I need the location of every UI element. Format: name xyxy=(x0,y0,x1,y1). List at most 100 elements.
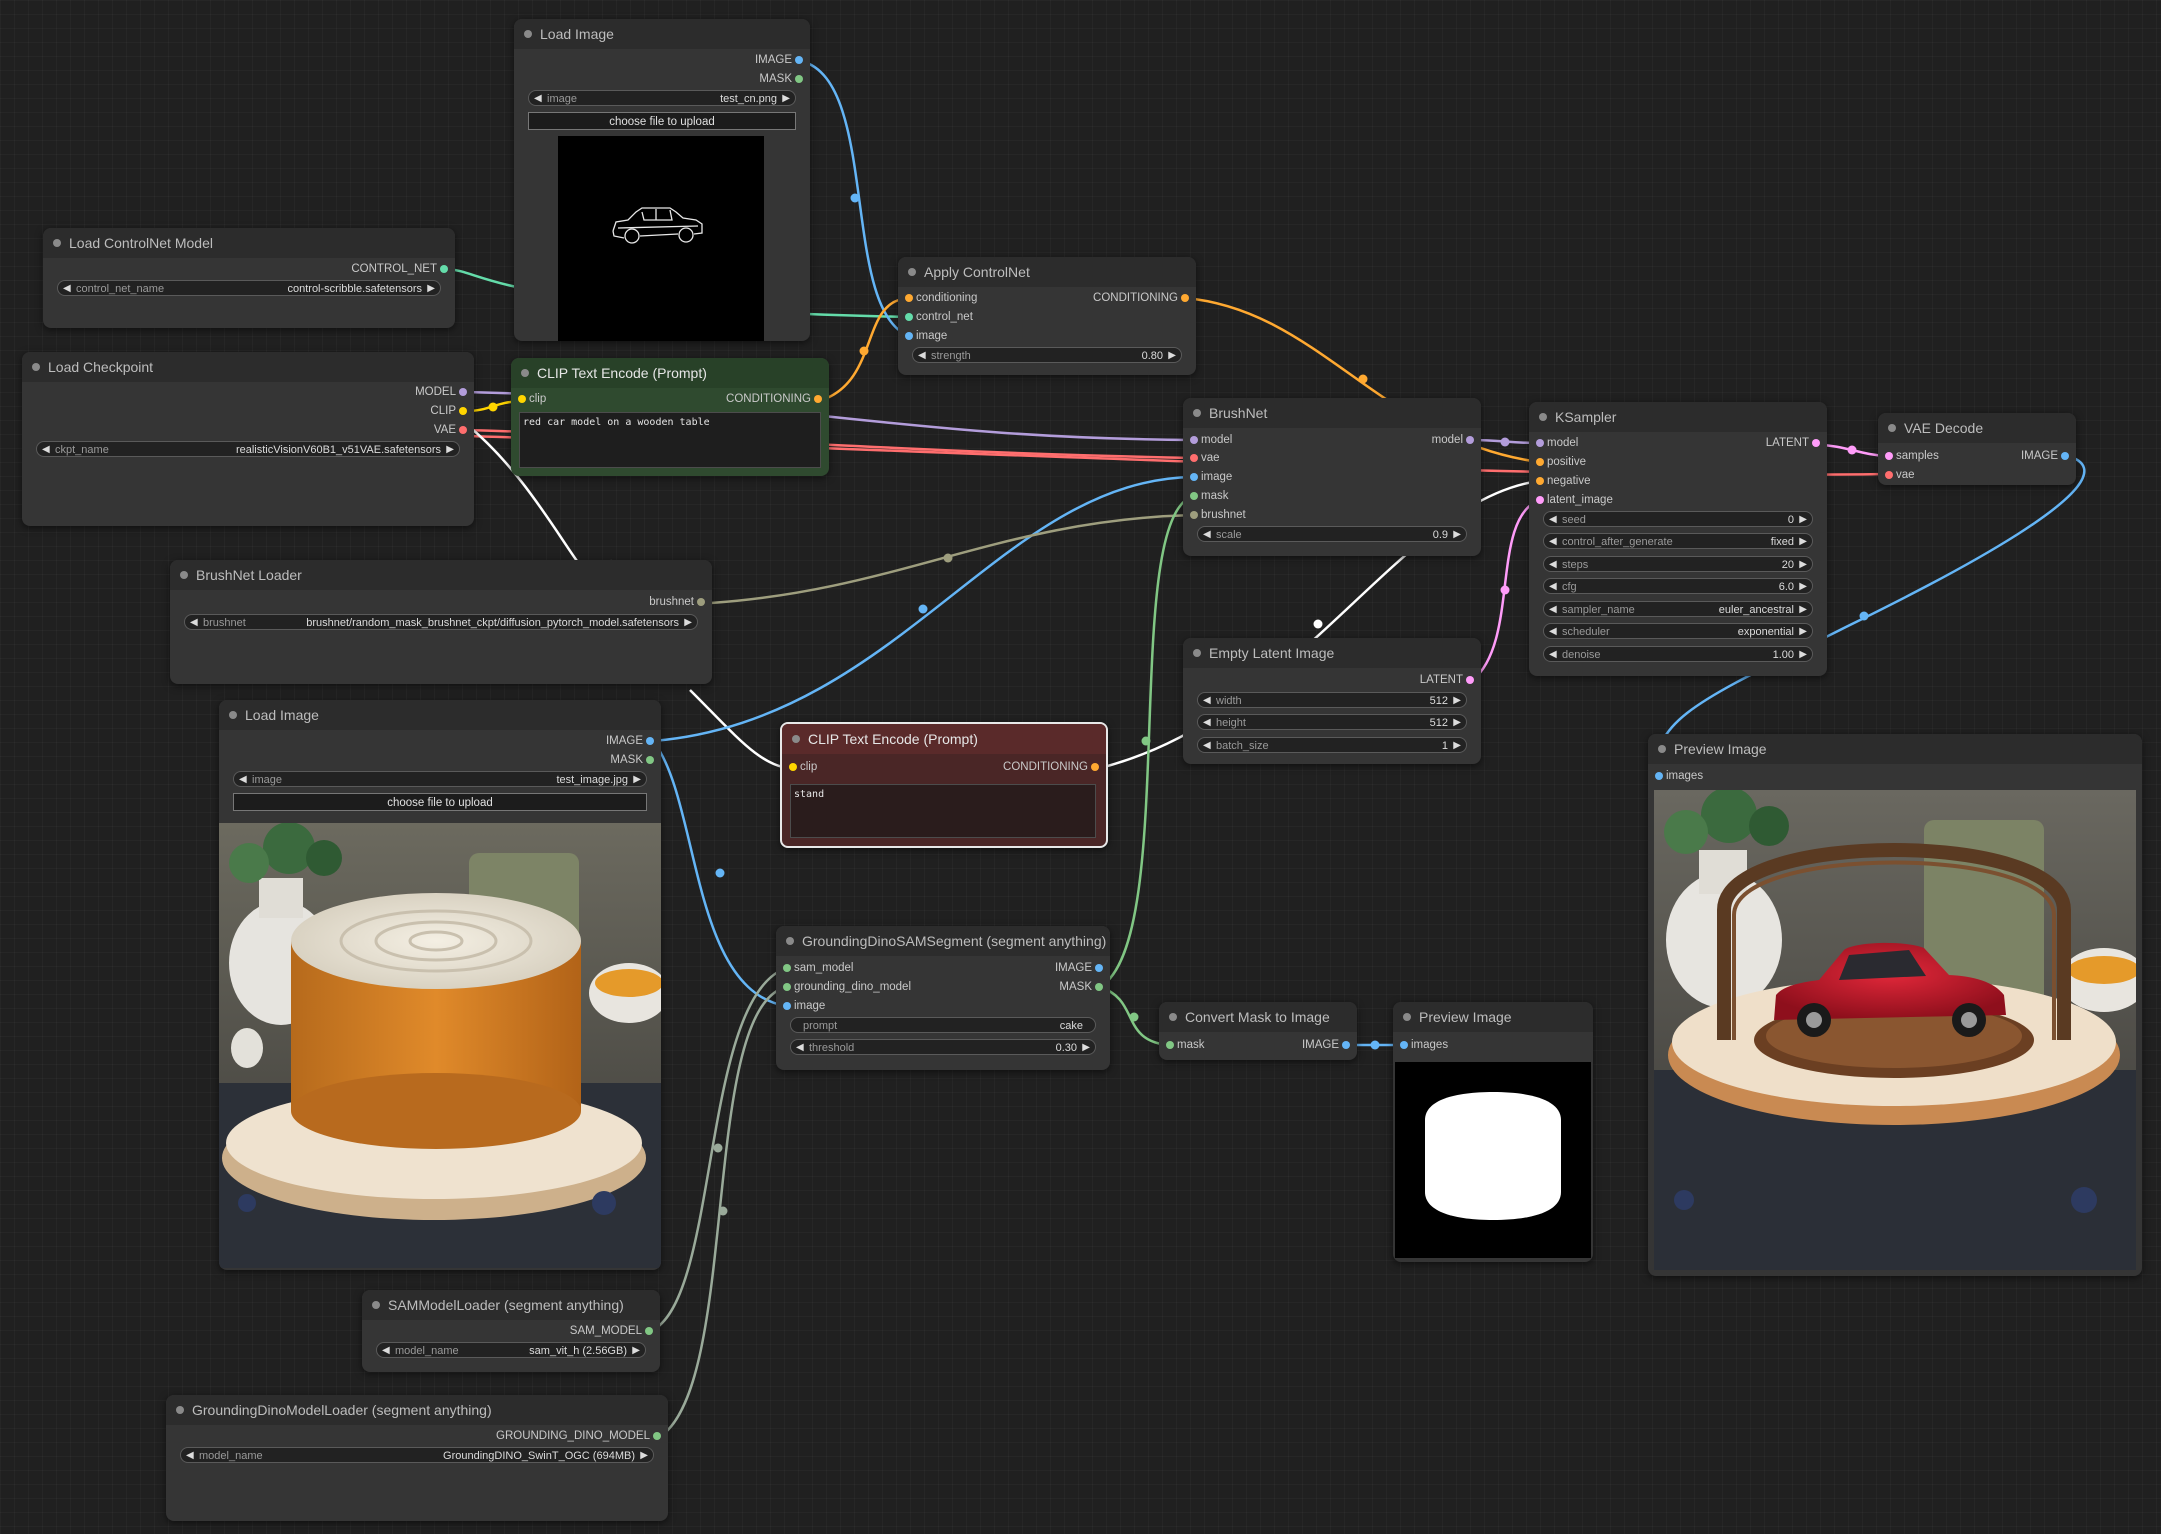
node-title[interactable]: Load Image xyxy=(514,19,810,49)
node-vae-decode[interactable]: VAE Decode samples vae IMAGE xyxy=(1878,413,2076,485)
collapse-dot[interactable] xyxy=(1169,1013,1177,1021)
collapse-dot[interactable] xyxy=(53,239,61,247)
pin-icon[interactable] xyxy=(646,737,654,745)
input-vae[interactable]: vae xyxy=(1190,450,1220,466)
pin-icon[interactable] xyxy=(440,265,448,273)
pin-icon[interactable] xyxy=(1190,473,1198,481)
collapse-dot[interactable] xyxy=(176,1406,184,1414)
pin-icon[interactable] xyxy=(1166,1041,1174,1049)
arrow-right-icon[interactable]: ▶ xyxy=(1453,529,1461,540)
pin-icon[interactable] xyxy=(1095,983,1103,991)
arrow-right-icon[interactable]: ▶ xyxy=(640,1450,648,1461)
node-apply-controlnet[interactable]: Apply ControlNet conditioning control_ne… xyxy=(898,257,1196,375)
output-conditioning[interactable]: CONDITIONING xyxy=(1003,759,1099,775)
node-title[interactable]: Apply ControlNet xyxy=(898,257,1196,287)
pin-icon[interactable] xyxy=(1536,458,1544,466)
pin-icon[interactable] xyxy=(1885,452,1893,460)
node-title[interactable]: SAMModelLoader (segment anything) xyxy=(362,1290,660,1320)
input-conditioning[interactable]: conditioning xyxy=(905,290,977,306)
input-samples[interactable]: samples xyxy=(1885,448,1939,464)
node-title[interactable]: BrushNet Loader xyxy=(170,560,712,590)
arrow-right-icon[interactable]: ▶ xyxy=(684,617,692,628)
input-images[interactable]: images xyxy=(1400,1037,1448,1053)
pin-icon[interactable] xyxy=(645,1327,653,1335)
pin-icon[interactable] xyxy=(1190,511,1198,519)
arrow-right-icon[interactable]: ▶ xyxy=(1453,740,1461,751)
output-clip[interactable]: CLIP xyxy=(430,403,467,419)
collapse-dot[interactable] xyxy=(229,711,237,719)
output-model[interactable]: model xyxy=(1432,432,1474,448)
output-image[interactable]: IMAGE xyxy=(755,52,803,68)
input-images[interactable]: images xyxy=(1655,768,1703,784)
pin-icon[interactable] xyxy=(905,294,913,302)
arrow-left-icon[interactable]: ◀ xyxy=(1203,740,1211,751)
pin-icon[interactable] xyxy=(459,426,467,434)
arrow-left-icon[interactable]: ◀ xyxy=(1203,717,1211,728)
node-preview-image-mask[interactable]: Preview Image images xyxy=(1393,1002,1593,1262)
arrow-right-icon[interactable]: ▶ xyxy=(1168,350,1176,361)
node-title[interactable]: Empty Latent Image xyxy=(1183,638,1481,668)
node-sam-model-loader[interactable]: SAMModelLoader (segment anything) SAM_MO… xyxy=(362,1290,660,1372)
output-conditioning[interactable]: CONDITIONING xyxy=(726,391,822,407)
pin-icon[interactable] xyxy=(1536,477,1544,485)
pin-icon[interactable] xyxy=(1655,772,1663,780)
output-mask[interactable]: MASK xyxy=(759,71,803,87)
node-ksampler[interactable]: KSampler model positive negative latent_… xyxy=(1529,402,1827,676)
arrow-left-icon[interactable]: ◀ xyxy=(382,1345,390,1356)
input-image[interactable]: image xyxy=(905,328,947,344)
node-title[interactable]: Convert Mask to Image xyxy=(1159,1002,1357,1032)
input-mask[interactable]: mask xyxy=(1190,488,1228,504)
pin-icon[interactable] xyxy=(783,1002,791,1010)
input-model[interactable]: model xyxy=(1536,435,1578,451)
arrow-right-icon[interactable]: ▶ xyxy=(782,93,790,104)
pin-icon[interactable] xyxy=(905,332,913,340)
pin-icon[interactable] xyxy=(1190,436,1198,444)
node-title[interactable]: CLIP Text Encode (Prompt) xyxy=(511,358,829,388)
pin-icon[interactable] xyxy=(783,964,791,972)
collapse-dot[interactable] xyxy=(372,1301,380,1309)
input-image[interactable]: image xyxy=(783,998,825,1014)
upload-button[interactable]: choose file to upload xyxy=(233,793,647,811)
node-grounding-dino-model-loader[interactable]: GroundingDinoModelLoader (segment anythi… xyxy=(166,1395,668,1521)
input-control-net[interactable]: control_net xyxy=(905,309,973,325)
node-title[interactable]: Preview Image xyxy=(1648,734,2142,764)
input-sam-model[interactable]: sam_model xyxy=(783,960,853,976)
pin-icon[interactable] xyxy=(1885,471,1893,479)
collapse-dot[interactable] xyxy=(786,937,794,945)
pin-icon[interactable] xyxy=(697,598,705,606)
pin-icon[interactable] xyxy=(1342,1041,1350,1049)
arrow-right-icon[interactable]: ▶ xyxy=(1799,581,1807,592)
arrow-right-icon[interactable]: ▶ xyxy=(633,774,641,785)
upload-button[interactable]: choose file to upload xyxy=(528,112,796,130)
pin-icon[interactable] xyxy=(1812,439,1820,447)
arrow-right-icon[interactable]: ▶ xyxy=(1799,626,1807,637)
arrow-left-icon[interactable]: ◀ xyxy=(186,1450,194,1461)
collapse-dot[interactable] xyxy=(792,735,800,743)
pin-icon[interactable] xyxy=(814,395,822,403)
output-image[interactable]: IMAGE xyxy=(1302,1037,1350,1053)
node-title[interactable]: GroundingDinoModelLoader (segment anythi… xyxy=(166,1395,668,1425)
arrow-left-icon[interactable]: ◀ xyxy=(190,617,198,628)
arrow-left-icon[interactable]: ◀ xyxy=(1549,536,1557,547)
node-title[interactable]: Load ControlNet Model xyxy=(43,228,455,258)
arrow-left-icon[interactable]: ◀ xyxy=(1549,514,1557,525)
pin-icon[interactable] xyxy=(1466,436,1474,444)
node-title[interactable]: BrushNet xyxy=(1183,398,1481,428)
pin-icon[interactable] xyxy=(1466,676,1474,684)
output-model[interactable]: MODEL xyxy=(415,384,467,400)
arrow-right-icon[interactable]: ▶ xyxy=(1453,717,1461,728)
node-title[interactable]: Load Image xyxy=(219,700,661,730)
arrow-left-icon[interactable]: ◀ xyxy=(534,93,542,104)
arrow-right-icon[interactable]: ▶ xyxy=(632,1345,640,1356)
